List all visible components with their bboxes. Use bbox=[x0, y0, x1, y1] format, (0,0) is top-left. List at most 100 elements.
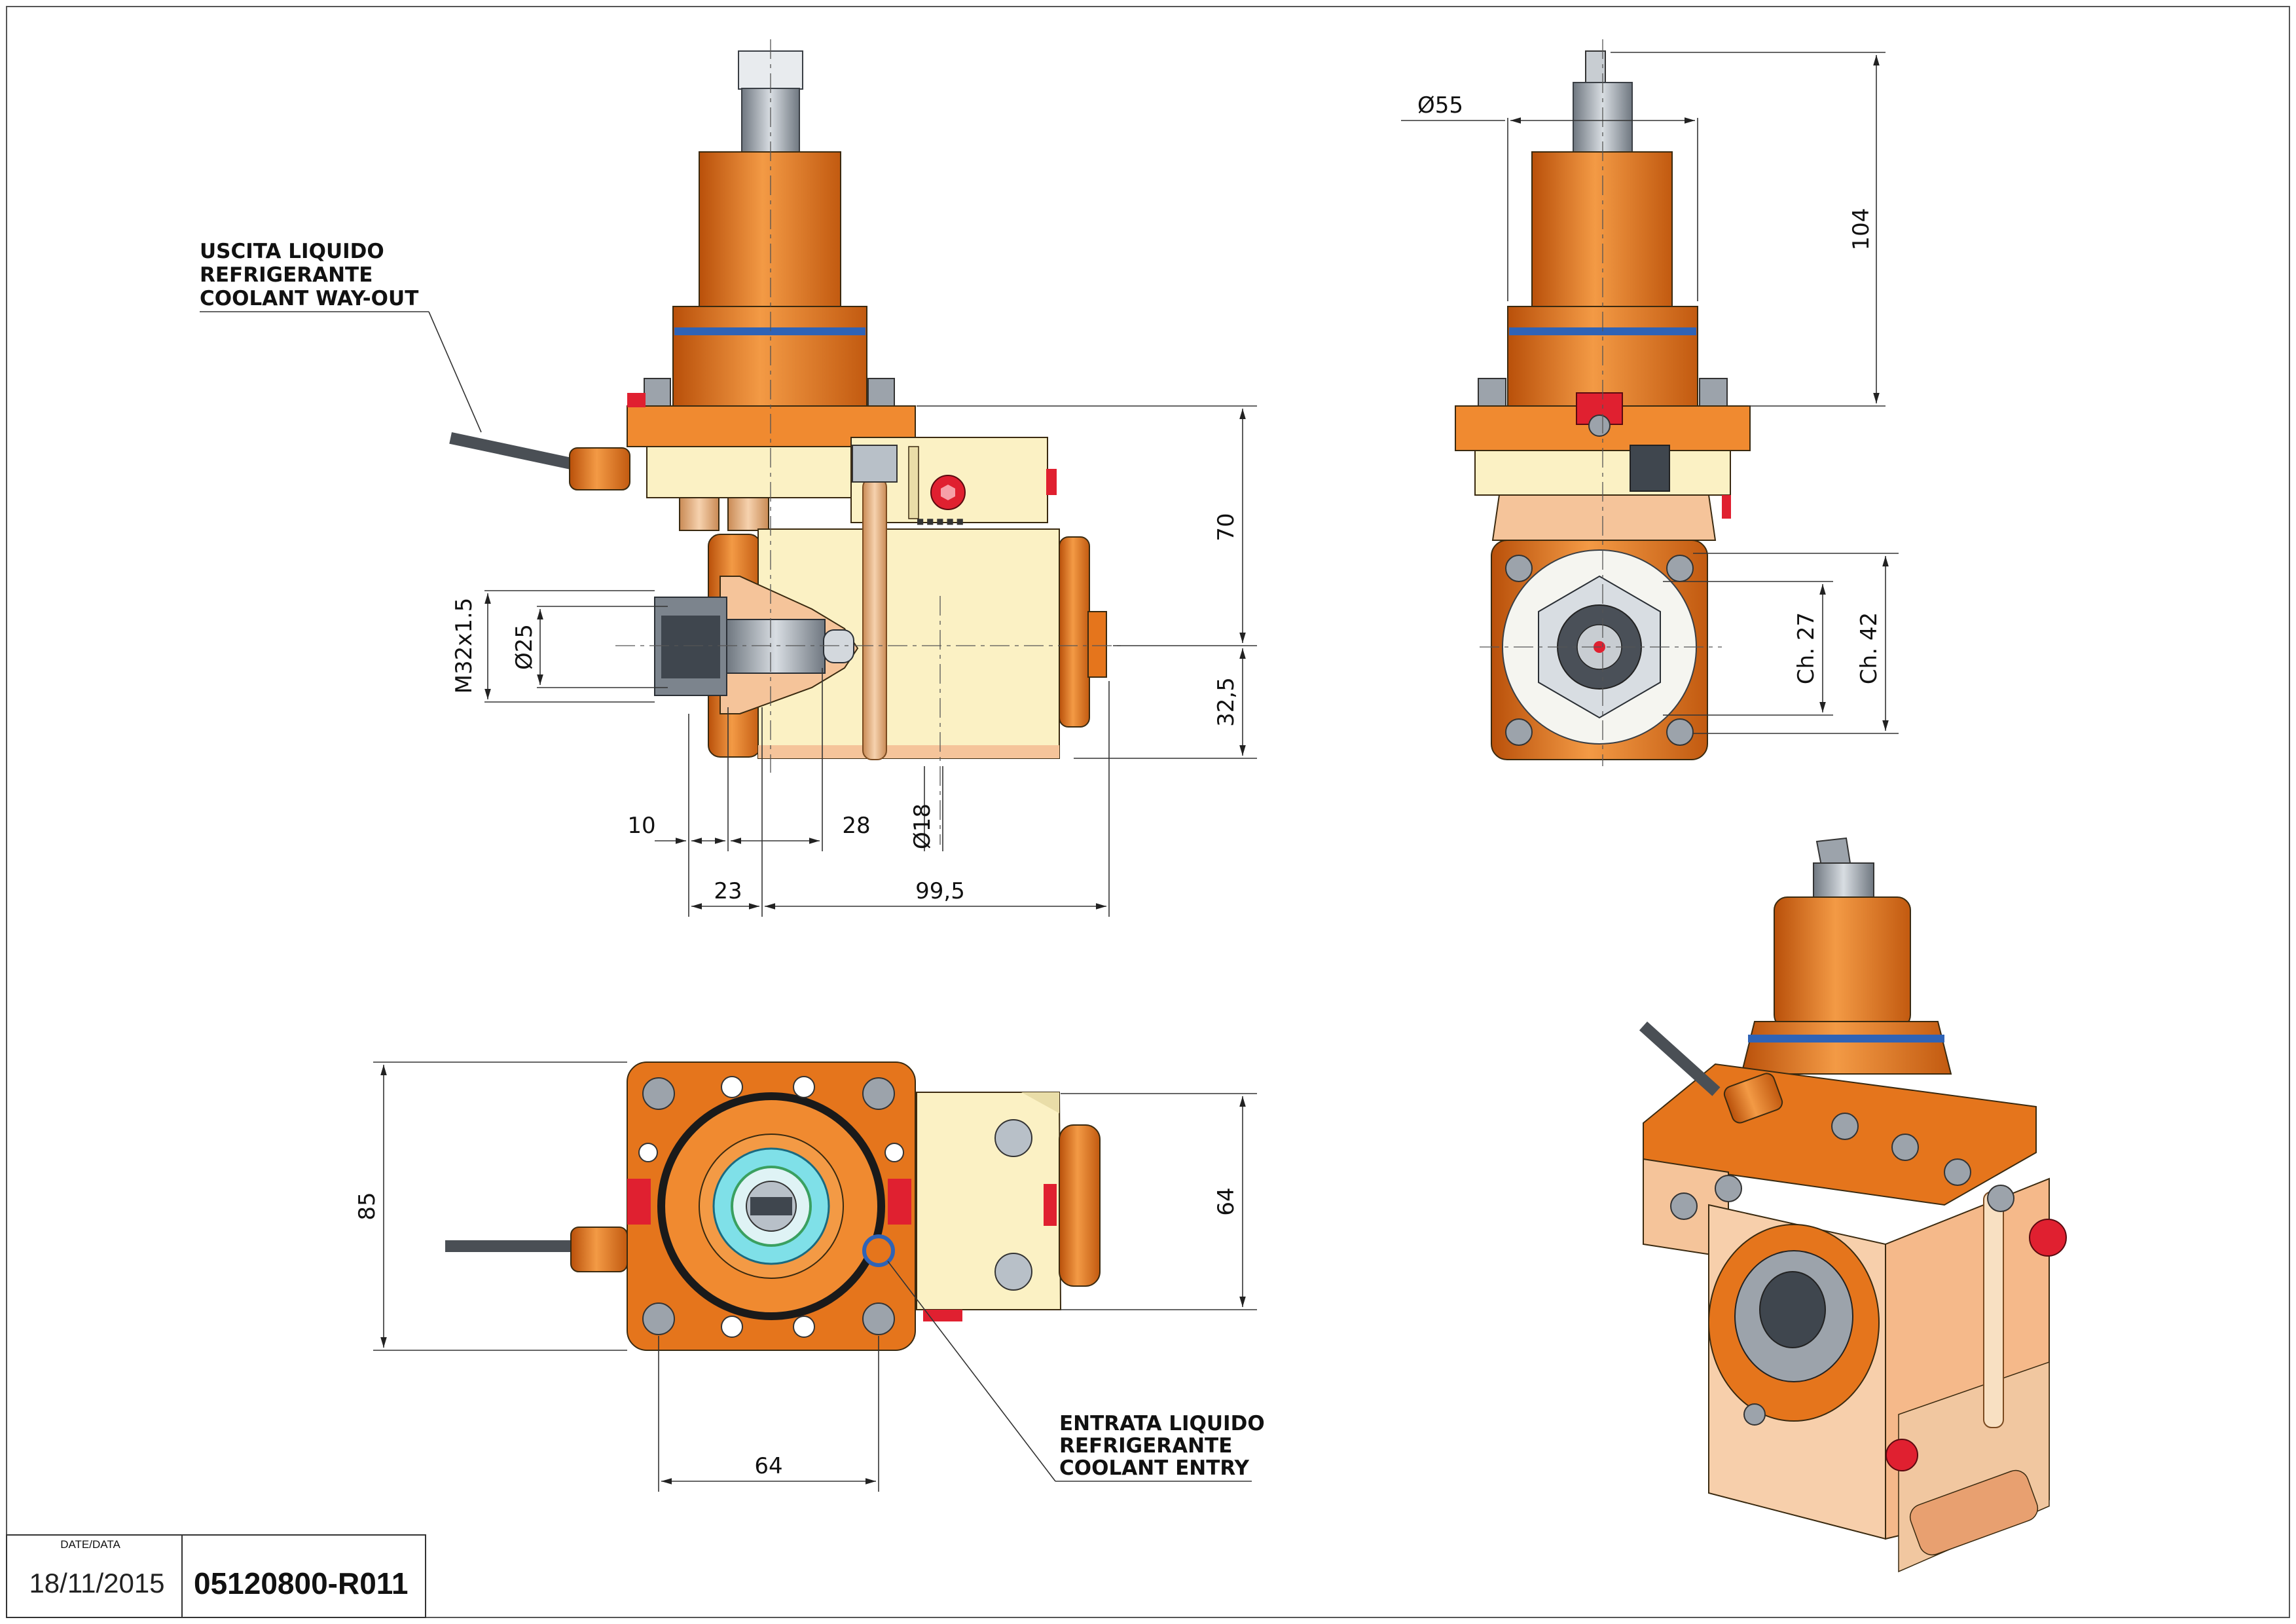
bottom-cream-chamfer bbox=[1021, 1092, 1059, 1113]
bottom-red-plug-right bbox=[1044, 1184, 1057, 1226]
bottom-hex-screw-top bbox=[994, 1119, 1032, 1157]
front-flange-ring bbox=[672, 306, 867, 407]
front-coolant-outlet-fitting bbox=[569, 447, 630, 490]
side-view-dimensions: Ø55 104 Ch. 27 Ch. 42 bbox=[1401, 52, 1899, 734]
front-collet-cone bbox=[726, 619, 826, 674]
bottom-coolant-fitting bbox=[570, 1227, 628, 1272]
dim-front-32-5: 32,5 bbox=[1213, 677, 1239, 727]
iso-coolant-tube bbox=[1983, 1191, 2004, 1428]
iso-coolant-rod bbox=[1639, 1021, 1721, 1096]
side-lock-screw-icon bbox=[1588, 415, 1611, 437]
side-neck bbox=[1491, 494, 1717, 541]
side-corner-bolt-tr bbox=[1666, 555, 1694, 582]
iso-seal-band bbox=[1748, 1035, 1944, 1043]
iso-bolt-1 bbox=[1670, 1192, 1698, 1220]
title-block-date: 18/11/2015 bbox=[29, 1568, 164, 1598]
side-corner-bolt-tl bbox=[1505, 555, 1533, 582]
side-spindle-housing bbox=[1531, 151, 1673, 308]
bottom-hole-2 bbox=[793, 1076, 815, 1098]
front-right-cap-boss bbox=[1087, 611, 1107, 678]
dim-bottom-64-horizontal: 64 bbox=[754, 1453, 782, 1479]
dim-side-104: 104 bbox=[1848, 208, 1874, 251]
bottom-bolt-bl bbox=[642, 1302, 675, 1335]
front-cream-side bbox=[908, 446, 919, 519]
iso-bolt-7 bbox=[1743, 1403, 1766, 1426]
front-coolant-rod bbox=[449, 432, 580, 471]
title-block-date-label: DATE/DATA bbox=[60, 1538, 120, 1551]
front-hex-socket-icon bbox=[941, 485, 955, 500]
bottom-hole-1 bbox=[721, 1076, 743, 1098]
dim-front-28: 28 bbox=[842, 813, 870, 839]
side-corner-bolt-bl bbox=[1505, 718, 1533, 746]
front-plug-engraving: ■ ■ ■ ■ ■ bbox=[917, 517, 964, 526]
iso-spindle-housing bbox=[1774, 896, 1911, 1029]
dim-front-m32: M32x1.5 bbox=[451, 598, 477, 694]
bottom-bolt-tl bbox=[642, 1077, 675, 1110]
side-bolt-left bbox=[1478, 378, 1506, 407]
note-in-line-1: ENTRATA LIQUIDO bbox=[1059, 1412, 1265, 1435]
bottom-view-dimensions: 85 64 64 bbox=[354, 1061, 1257, 1492]
dim-bottom-64-vertical: 64 bbox=[1213, 1187, 1239, 1215]
side-drive-tang bbox=[1585, 50, 1606, 84]
front-bolt-left bbox=[644, 378, 671, 407]
side-bolt-right bbox=[1699, 378, 1728, 407]
iso-bolt-6 bbox=[1987, 1185, 2014, 1212]
title-block-frame bbox=[6, 1534, 426, 1618]
title-block: DATE/DATA 18/11/2015 05120800-R011 bbox=[6, 1534, 426, 1618]
front-right-cap bbox=[1059, 536, 1090, 728]
iso-collet-bore bbox=[1759, 1271, 1826, 1348]
iso-coolant-fitting bbox=[1723, 1073, 1783, 1124]
iso-bolt-5 bbox=[1944, 1158, 1971, 1186]
bottom-red-key-right bbox=[888, 1179, 911, 1225]
front-collet-tip bbox=[823, 629, 854, 663]
front-view: ■ ■ ■ ■ ■ bbox=[449, 39, 1126, 845]
front-collet-nut-inner bbox=[661, 616, 720, 678]
bottom-view bbox=[445, 1061, 1101, 1351]
bottom-hole-6 bbox=[884, 1143, 904, 1162]
front-spindle-housing bbox=[699, 151, 841, 308]
dim-front-23: 23 bbox=[714, 878, 742, 904]
note-coolant-entry: ENTRATA LIQUIDO REFRIGERANTE COOLANT ENT… bbox=[887, 1261, 1265, 1482]
front-seal-band bbox=[674, 327, 866, 335]
dim-front-70: 70 bbox=[1213, 513, 1239, 541]
front-coolant-fitting bbox=[852, 445, 898, 483]
side-clamp bbox=[1630, 445, 1670, 492]
front-angle-body-shadow bbox=[758, 745, 1059, 758]
bottom-red-key-left bbox=[627, 1179, 651, 1225]
iso-red-plug-icon bbox=[2029, 1219, 2067, 1257]
dim-side-d55: Ø55 bbox=[1417, 92, 1463, 119]
bottom-coolant-entry-port bbox=[862, 1234, 895, 1267]
bottom-cream-block bbox=[916, 1092, 1062, 1310]
bottom-bolt-tr bbox=[862, 1077, 895, 1110]
bottom-bolt-br bbox=[862, 1302, 895, 1335]
dim-side-ch27: Ch. 27 bbox=[1793, 612, 1819, 684]
bottom-hex-screw-bottom bbox=[994, 1253, 1032, 1291]
dim-front-d18: Ø18 bbox=[909, 803, 936, 849]
note-out-line-2: REFRIGERANTE bbox=[200, 263, 373, 287]
bottom-hole-4 bbox=[793, 1316, 815, 1338]
title-block-drawing-code: 05120800-R011 bbox=[194, 1566, 408, 1600]
note-out-line-3: COOLANT WAY-OUT bbox=[200, 287, 418, 310]
bottom-coolant-rod bbox=[445, 1240, 576, 1252]
note-in-line-3: COOLANT ENTRY bbox=[1059, 1456, 1250, 1480]
side-view bbox=[1455, 39, 1751, 766]
iso-drive-tang bbox=[1815, 837, 1851, 867]
iso-bottom-slot bbox=[1909, 1469, 2039, 1556]
front-base-plate-top-left bbox=[627, 393, 646, 407]
front-coolant-tube bbox=[862, 477, 887, 760]
iso-bolt-4 bbox=[1891, 1134, 1919, 1161]
front-lower-cyl-1 bbox=[679, 497, 720, 531]
front-view-dimensions: 70 32,5 M32x1.5 Ø25 10 28 Ø18 23 99,5 bbox=[451, 405, 1257, 917]
dim-front-d25: Ø25 bbox=[511, 624, 538, 670]
front-bolt-right bbox=[867, 378, 895, 407]
sheet-border bbox=[6, 6, 2290, 1618]
iso-bolt-3 bbox=[1831, 1113, 1859, 1140]
front-lower-cyl-2 bbox=[727, 497, 769, 531]
iso-flange-ring bbox=[1740, 1021, 1952, 1075]
front-red-side-plug bbox=[1046, 469, 1057, 495]
side-red-plug bbox=[1722, 495, 1731, 519]
iso-red-port-icon bbox=[1886, 1439, 1918, 1471]
bottom-shaft-tang bbox=[750, 1197, 792, 1215]
bottom-hole-5 bbox=[638, 1143, 658, 1162]
